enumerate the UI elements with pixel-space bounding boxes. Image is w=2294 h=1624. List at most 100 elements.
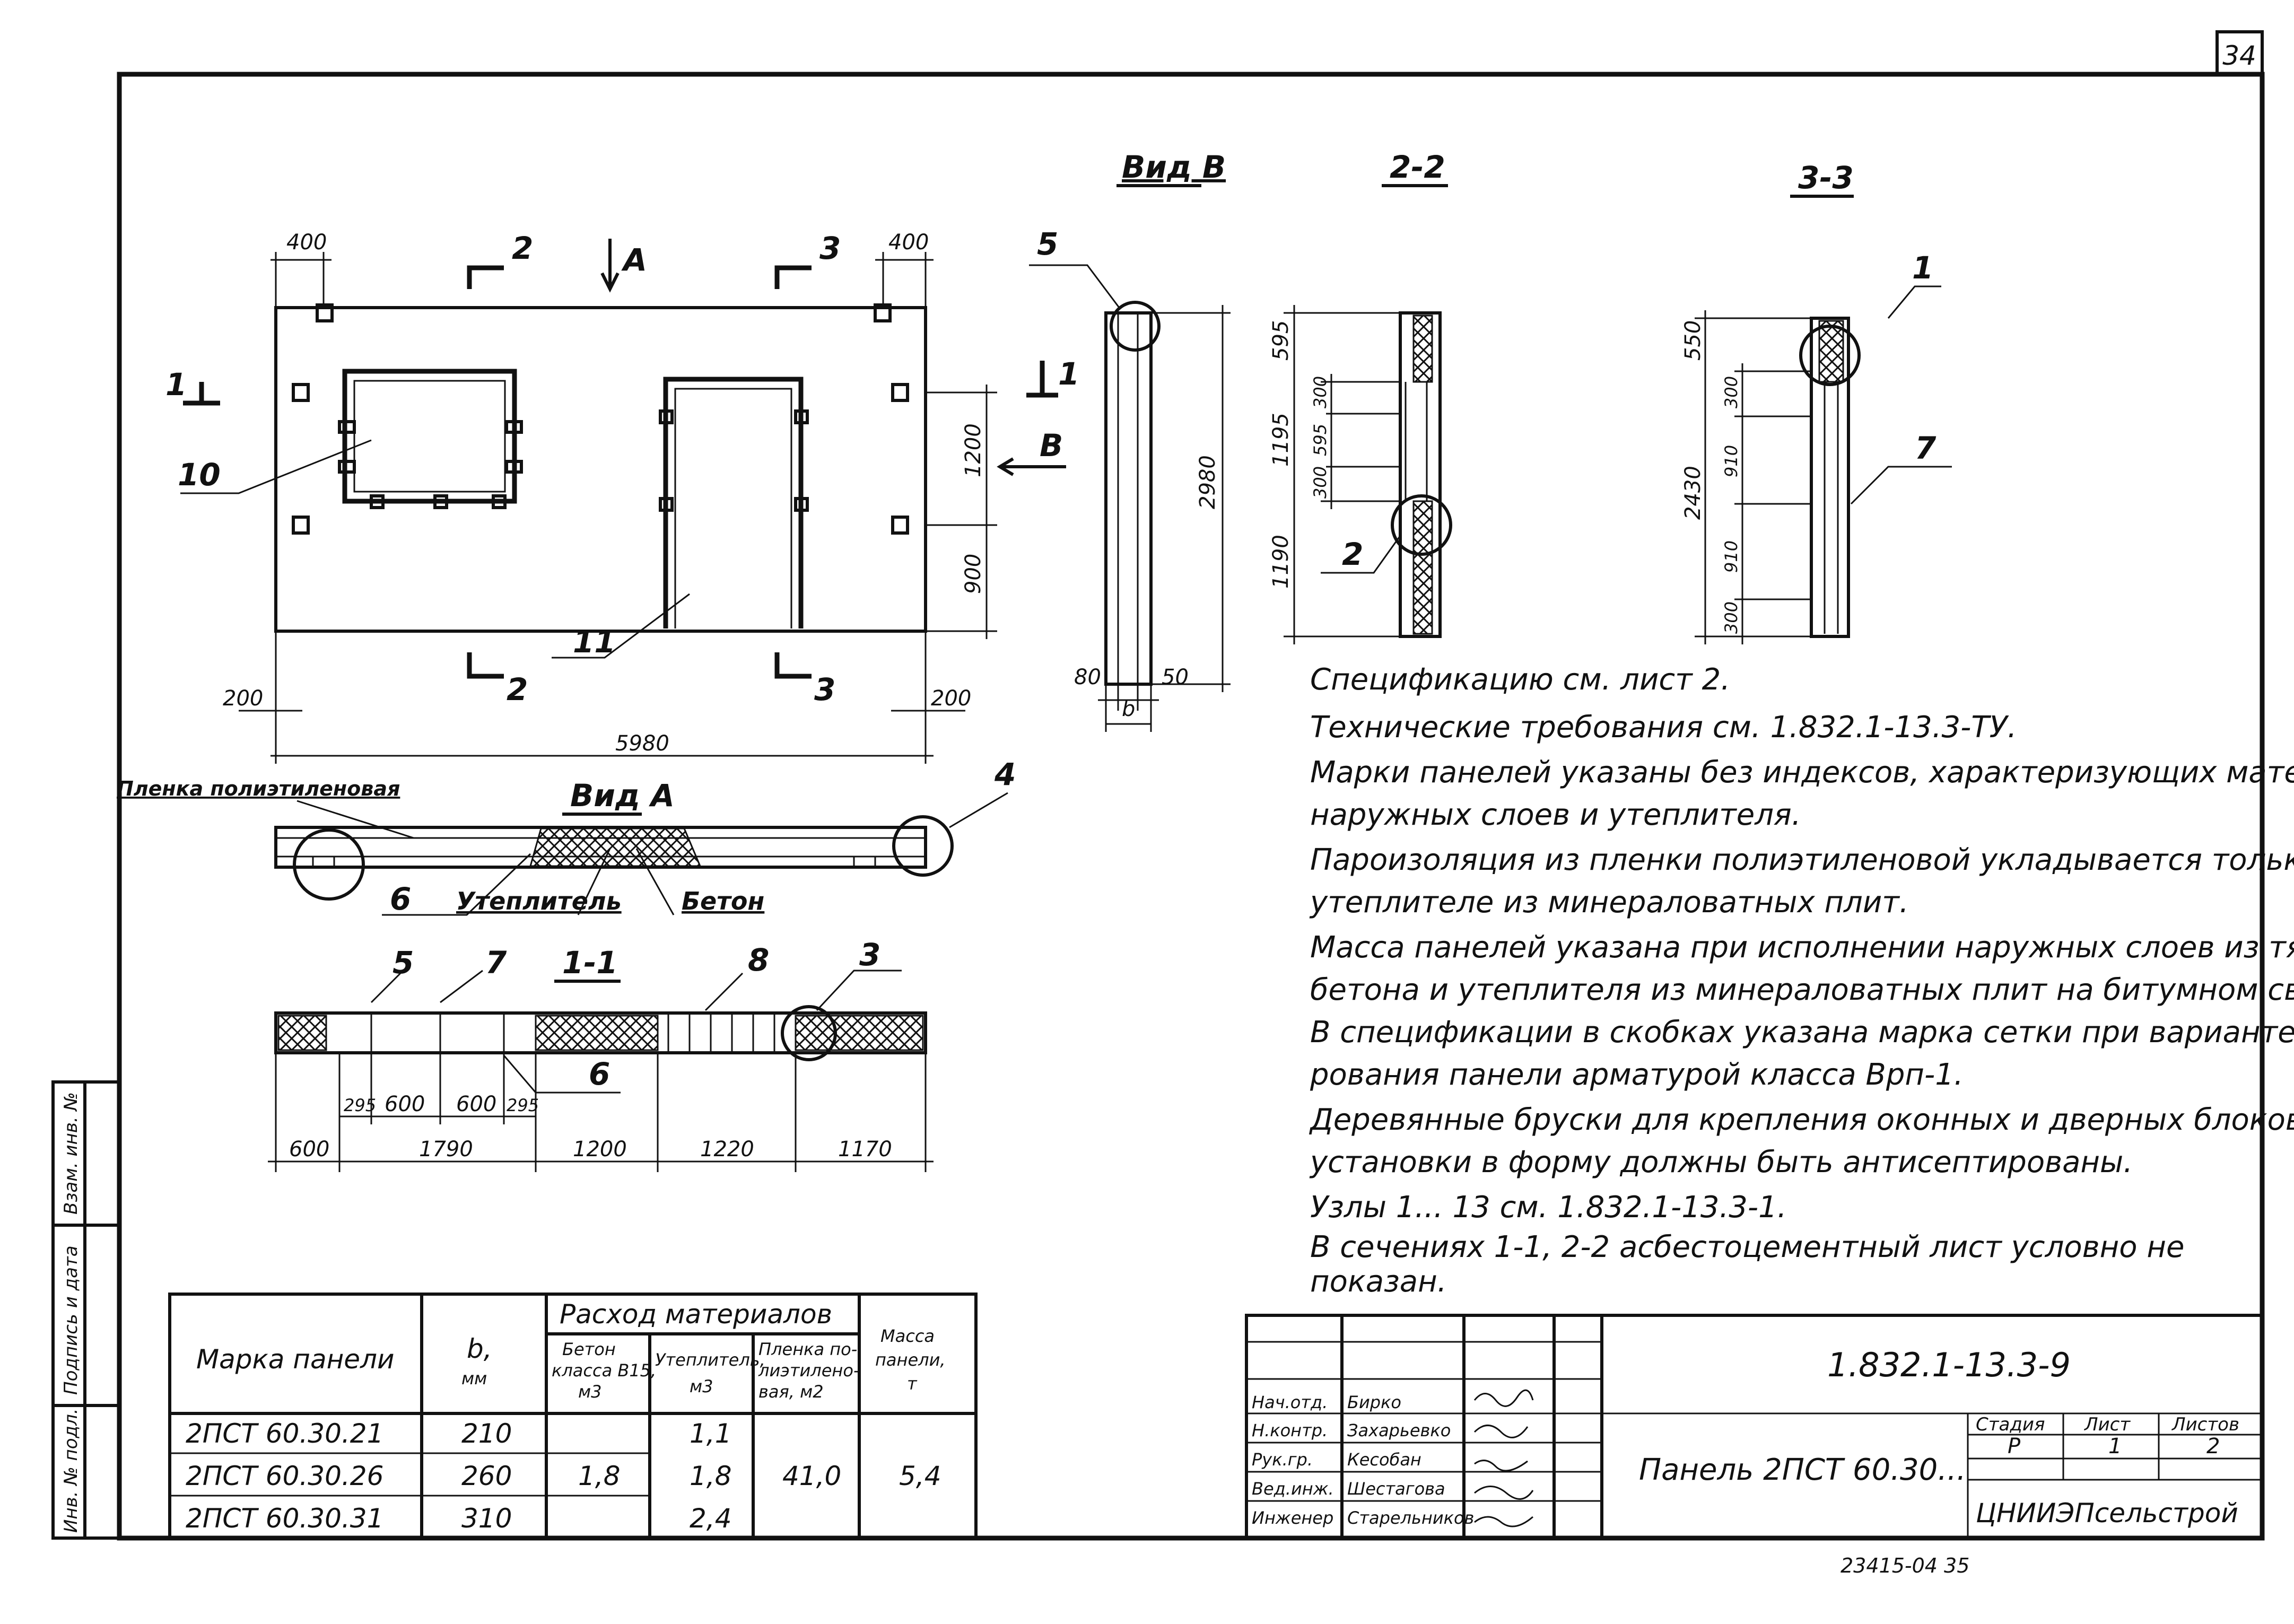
svg-text:Р: Р [2008,1434,2021,1459]
section-2-2: 2-2 2 595 1195 300 595 300 1190 [1269,149,1452,644]
note-line: В сечениях 1-1, 2-2 асбестоцементный лис… [1310,1230,2184,1264]
title-block: Нач.отд. Н.контр. Рук.гр. Вед.инж. Инжен… [1245,1314,2264,1540]
svg-text:панели,: панели, [875,1350,946,1370]
svg-text:200: 200 [931,686,971,711]
spec-table: Марка панели b, мм Расход материалов Бет… [168,1293,978,1540]
svg-text:400: 400 [286,230,327,255]
svg-text:900: 900 [961,554,985,594]
row-mark: 2ПСТ 60.30.31 [186,1503,383,1534]
section-mark: 1 [165,366,187,403]
embedded-parts [292,383,909,535]
section-mark: 2 [507,671,528,708]
sheet-number-box [2216,30,2264,76]
callout: 10 [178,457,221,493]
svg-text:1190: 1190 [1269,535,1293,589]
svg-text:вая, м2: вая, м2 [758,1382,824,1402]
svg-text:1: 1 [2108,1434,2122,1459]
svg-text:b: b [1122,697,1135,721]
note-line: Пароизоляция из пленки полиэтиленовой ук… [1310,843,2294,877]
note-line: установки в форму должны быть антисептир… [1309,1145,2133,1180]
note-line: Масса панелей указана при исполнении нар… [1310,930,2294,965]
note-line: Технические требования см. 1.832.1-13.3-… [1310,710,2017,745]
svg-text:Листов: Листов [2171,1414,2239,1435]
svg-text:Кесобан: Кесобан [1347,1450,1421,1470]
svg-text:Инв. № подл.: Инв. № подл. [60,1408,82,1533]
note-line: Спецификацию см. лист 2. [1310,662,1730,697]
svg-text:м3: м3 [578,1382,602,1402]
svg-text:595: 595 [1269,320,1293,361]
overall-length: 5980 [615,731,669,756]
svg-text:5,4: 5,4 [899,1461,941,1491]
lifting-loop [316,303,334,322]
section-title: 3-3 [1798,160,1854,196]
svg-text:910: 910 [1721,445,1741,477]
callout: 11 [573,624,616,660]
section-title: 2-2 [1390,149,1445,185]
row-mark: 2ПСТ 60.30.21 [186,1418,383,1449]
view-a: Вид А Пленка полиэтиленовая 6 Утеплитель… [117,756,1016,917]
svg-text:1,8: 1,8 [690,1461,732,1491]
section-title: 1-1 [562,945,618,981]
svg-text:260: 260 [461,1461,512,1491]
svg-text:1790: 1790 [419,1137,473,1162]
svg-text:600: 600 [385,1092,425,1116]
svg-text:1,1: 1,1 [690,1418,732,1449]
header-materials: Расход материалов [560,1299,832,1330]
callout: 8 [748,942,769,978]
svg-text:310: 310 [461,1503,512,1534]
svg-text:b,: b, [467,1333,492,1364]
view-title: Вид А [570,778,675,814]
svg-text:класса В15,: класса В15, [552,1360,656,1381]
svg-text:лиэтилено-: лиэтилено- [758,1360,859,1381]
svg-text:Захарьевко: Захарьевко [1347,1420,1451,1440]
svg-text:Взам. инв. №: Взам. инв. № [60,1092,82,1215]
svg-text:Бетон: Бетон [562,1339,616,1359]
section-1-1: 1-1 5 7 8 3 6 295 600 600 295 600 1790 1… [268,937,934,1172]
callout: 4 [994,756,1016,792]
node-circle [293,828,365,901]
svg-text:80: 80 [1074,665,1101,689]
window-opening [342,369,517,504]
svg-text:50: 50 [1162,665,1189,689]
svg-text:Бирко: Бирко [1347,1392,1401,1412]
node-circle [781,1005,837,1061]
section-mark: 1 [1058,356,1079,392]
svg-text:Утеплитель,: Утеплитель, [655,1350,765,1370]
svg-text:910: 910 [1721,540,1741,573]
row-mark: 2ПСТ 60.30.26 [186,1461,383,1491]
node-circle [892,815,954,877]
insulation-label: Утеплитель [456,887,622,915]
svg-text:Шестагова: Шестагова [1347,1479,1445,1499]
svg-text:2980: 2980 [1196,455,1220,509]
panel-front-view: 2 2 3 3 A 1 1 B 10 11 400 400 1200 900 2… [165,230,1079,764]
view-arrow-a [600,239,620,293]
section-mark: 3 [814,671,835,708]
note-line: наружных слоев и утеплителя. [1310,798,1801,832]
concrete-label: Бетон [682,887,764,915]
svg-text:Лист: Лист [2083,1414,2131,1435]
callout: 1 [1912,250,1933,286]
note-line: В спецификации в скобках указана марка с… [1310,1015,2294,1050]
drawing-name: Панель 2ПСТ 60.30... [1639,1453,1966,1487]
svg-text:300: 300 [1310,376,1330,408]
svg-text:1200: 1200 [573,1137,627,1162]
svg-text:210: 210 [461,1418,512,1449]
view-title: Вид В [1122,149,1226,185]
svg-text:Рук.гр.: Рук.гр. [1252,1450,1313,1470]
node-circle [1110,301,1161,352]
callout: 7 [1915,430,1937,466]
callout: 5 [1037,226,1058,262]
node-circle [1799,325,1861,386]
svg-text:Вед.инж.: Вед.инж. [1252,1479,1334,1499]
note-line: Узлы 1... 13 см. 1.832.1-13.3-1. [1310,1190,1787,1225]
svg-text:1220: 1220 [700,1137,754,1162]
svg-text:295: 295 [344,1095,376,1115]
svg-text:A: A [621,242,647,278]
svg-text:1,8: 1,8 [578,1461,621,1491]
panel-side-profile [1104,311,1153,686]
svg-text:Н.контр.: Н.контр. [1252,1420,1328,1440]
section-mark: 3 [819,230,841,266]
header-mark: Марка панели [196,1344,395,1375]
svg-text:Инженер: Инженер [1252,1508,1333,1528]
svg-text:300: 300 [1721,601,1741,634]
